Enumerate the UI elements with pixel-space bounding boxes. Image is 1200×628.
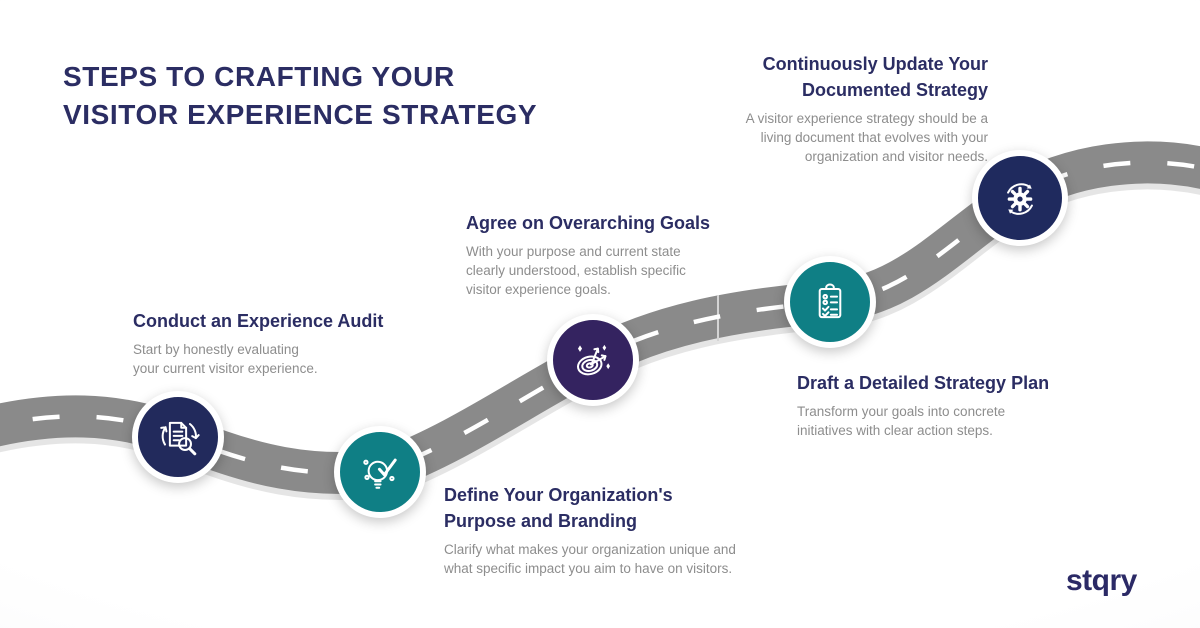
step-1-heading: Conduct an Experience Audit	[133, 311, 384, 331]
document-audit-icon	[152, 411, 204, 463]
milestone-circle-3	[547, 314, 639, 406]
page-title: STEPS TO CRAFTING YOUR VISITOR EXPERIENC…	[63, 61, 538, 130]
step-3-text-block: Agree on Overarching Goals With your pur…	[466, 210, 766, 299]
step-5-description: A visitor experience strategy should be …	[745, 111, 988, 164]
step-2-description: Clarify what makes your organization uni…	[444, 542, 736, 576]
gear-refresh-icon	[994, 172, 1046, 224]
step-5-heading: Continuously Update Your Documented Stra…	[762, 54, 988, 100]
step-2-text-block: Define Your Organization's Purpose and B…	[444, 482, 774, 578]
step-4-description: Transform your goals into concrete initi…	[797, 404, 1006, 438]
stqry-logo: stqry	[1066, 564, 1137, 597]
step-5-text-block: Continuously Update Your Documented Stra…	[668, 51, 988, 166]
milestone-circle-1	[132, 391, 224, 483]
step-1-description: Start by honestly evaluating your curren…	[133, 342, 318, 376]
milestone-circle-4	[784, 256, 876, 348]
milestone-circle-2	[334, 426, 426, 518]
step-3-heading: Agree on Overarching Goals	[466, 213, 711, 233]
step-4-heading: Draft a Detailed Strategy Plan	[797, 373, 1050, 393]
step-4-text-block: Draft a Detailed Strategy Plan Transform…	[797, 370, 1097, 440]
step-3-description: With your purpose and current state clea…	[466, 244, 686, 297]
lightbulb-check-icon	[354, 446, 406, 498]
target-darts-icon	[567, 344, 611, 386]
clipboard-checklist-icon	[804, 276, 856, 328]
step-1-text-block: Conduct an Experience Audit Start by hon…	[133, 308, 423, 378]
step-2-heading: Define Your Organization's Purpose and B…	[444, 485, 673, 531]
milestone-circle-5	[972, 150, 1068, 246]
